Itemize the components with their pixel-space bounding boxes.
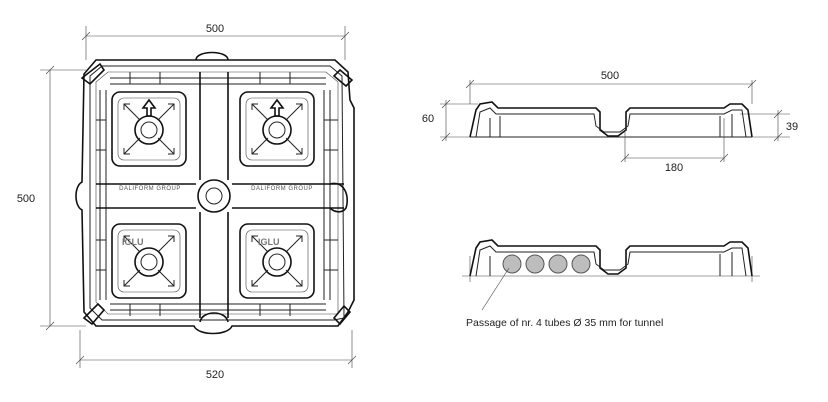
section-channel-width-label: 180 — [665, 162, 683, 174]
section-width-label: 500 — [601, 70, 619, 82]
central-hub — [197, 179, 231, 213]
section-view-bottom: Passage of nr. 4 tubes Ø 35 mm for tunne… — [462, 239, 760, 329]
plan-left-height-label: 500 — [17, 193, 35, 205]
section-right-height-label: 39 — [786, 121, 798, 133]
caption-leader-line — [481, 267, 510, 311]
foot-cell-tr — [239, 91, 315, 167]
arrow-icon — [141, 98, 157, 117]
right-lobe — [329, 182, 348, 213]
iglu-logo-right: IGLU — [258, 237, 280, 247]
plan-top-width-label: 500 — [206, 23, 224, 35]
brand-text-right: DALIFORM GROUP — [251, 186, 313, 192]
formwork-body — [75, 51, 355, 335]
tube-1 — [502, 254, 522, 274]
plan-view: 500 500 520 — [17, 23, 357, 381]
plan-top-dimension: 500 — [81, 23, 350, 60]
brand-text-left: DALIFORM GROUP — [119, 186, 181, 192]
section-view-top: 500 60 39 180 — [422, 70, 798, 174]
plan-bottom-width-label: 520 — [206, 369, 224, 381]
top-lobe — [195, 51, 229, 61]
corner-notch-tl — [80, 62, 106, 86]
tube-caption: Passage of nr. 4 tubes Ø 35 mm for tunne… — [466, 317, 663, 329]
corner-notch-tr — [332, 68, 354, 88]
corner-notch-bl — [82, 302, 106, 326]
bottom-lobe — [199, 312, 229, 323]
tube-3 — [548, 254, 568, 274]
plan-left-dimension: 500 — [17, 65, 86, 331]
corner-notch-br — [332, 304, 352, 326]
arrow-icon — [269, 98, 285, 117]
foot-cell-tl — [111, 91, 187, 167]
plan-bottom-dimension: 520 — [75, 330, 357, 381]
foot-cell-bl: IGLU — [111, 223, 187, 299]
tube-2 — [525, 254, 545, 274]
foot-cell-br: IGLU — [239, 223, 315, 299]
tube-group — [502, 254, 591, 274]
iglu-logo-left: IGLU — [122, 237, 144, 247]
section-left-height-label: 60 — [422, 113, 434, 125]
tube-4 — [571, 254, 591, 274]
